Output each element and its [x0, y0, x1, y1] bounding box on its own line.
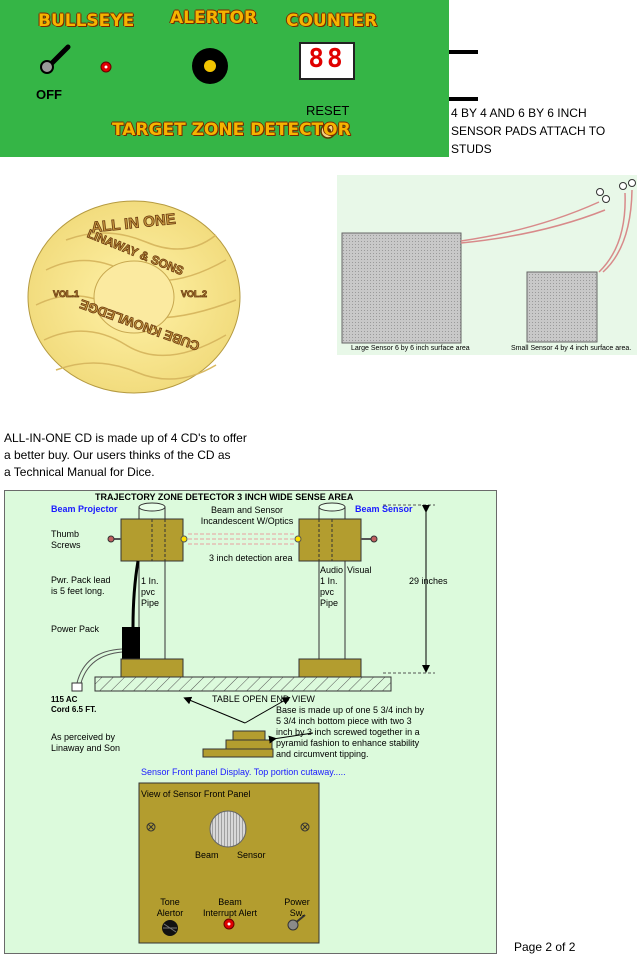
- counter-label: COUNTER: [286, 11, 378, 31]
- right-thumb-screw: [361, 535, 378, 543]
- counter-value: 88: [308, 44, 346, 74]
- power-switch-label: Power Sw.: [279, 897, 315, 919]
- perceived-line: Linaway and Son: [51, 743, 121, 753]
- large-sensor-label: Large Sensor 6 by 6 inch surface area: [351, 345, 470, 352]
- sensor-pads-illustration: Large Sensor 6 by 6 inch surface area Sm…: [337, 175, 637, 355]
- base-description-line: and circumvent tipping.: [276, 749, 369, 759]
- beam-sensor-label: Beam Sensor: [355, 504, 413, 514]
- right-pipe-line: Pipe: [320, 598, 339, 608]
- tone-alertor-line: Tone: [160, 897, 180, 907]
- tone-alertor-label: Tone Alertor: [149, 897, 191, 919]
- cd-illustration: ALL IN ONE LINAWAY & SONS VOL.1 VOL.2 CU…: [27, 200, 241, 394]
- reset-button[interactable]: [320, 123, 336, 139]
- left-thumb-screw: [107, 535, 121, 543]
- base-description-line: 5 3/4 inch bottom piece with two 3: [276, 716, 412, 726]
- power-pack-label: Power Pack: [51, 624, 100, 634]
- power-lead-label: Pwr. Pack lead is 5 feet long.: [51, 575, 111, 597]
- cd-disc: [27, 200, 241, 394]
- right-pipe-line: 1 In.: [320, 576, 338, 586]
- ac-cord-line: 115 AC: [51, 695, 78, 704]
- base-description: Base is made up of one 5 3/4 inch by 5 3…: [276, 705, 424, 760]
- off-label: OFF: [36, 87, 62, 102]
- front-panel-title: View of Sensor Front Panel: [141, 789, 251, 799]
- tone-alertor-speaker-icon: [162, 920, 178, 936]
- alertor-label: ALERTOR: [170, 8, 258, 28]
- cd-text-right: VOL.2: [181, 289, 207, 299]
- front-beam-label: Beam: [195, 850, 219, 860]
- detection-beams: [188, 533, 295, 545]
- visual-label: Visual: [347, 565, 372, 575]
- beam-interrupt-light: [223, 918, 235, 930]
- beam-interrupt-line: Beam: [218, 897, 242, 907]
- right-base-block: [298, 658, 362, 678]
- trajectory-diagram: TRAJECTORY ZONE DETECTOR 3 INCH WIDE SEN…: [4, 490, 497, 954]
- alertor-speaker-icon: [192, 48, 228, 84]
- page-number: Page 2 of 2: [514, 940, 576, 954]
- perceived-line: As perceived by: [51, 732, 116, 742]
- beam-and-sensor-line: Incandescent W/Optics: [200, 516, 294, 526]
- left-base-block: [120, 658, 184, 678]
- base-description-line: Base is made up of one 5 3/4 inch by: [276, 705, 425, 715]
- cd-description: ALL-IN-ONE CD is made up of 4 CD's to of…: [4, 430, 247, 481]
- tone-alertor-line: Alertor: [156, 908, 184, 918]
- table-label: TABLE OPEN END VIEW: [212, 694, 315, 704]
- panel-title: TARGET ZONE DETECTOR: [112, 120, 351, 140]
- sensor-front-panel: [138, 782, 320, 944]
- base-description-line: inch by 3 inch screwed together in a: [276, 727, 420, 737]
- power-switch-line: Power: [284, 897, 310, 907]
- bullseye-indicator-light: [100, 61, 112, 73]
- audio-label: Audio: [320, 565, 344, 575]
- power-lead-line: is 5 feet long.: [51, 586, 105, 596]
- cd-description-line: a Technical Manual for Dice.: [4, 465, 155, 479]
- base-description-line: pyramid fashion to enhance stability: [276, 738, 420, 748]
- right-pipe-line: pvc: [320, 587, 335, 597]
- sensor-pads-caption: 4 BY 4 AND 6 BY 6 INCH SENSOR PADS ATTAC…: [451, 106, 606, 156]
- left-pipe-label: 1 In. pvc Pipe: [141, 576, 159, 609]
- left-pipe-line: pvc: [141, 587, 156, 597]
- power-lead-line: Pwr. Pack lead: [51, 575, 111, 585]
- diagram-title: TRAJECTORY ZONE DETECTOR 3 INCH WIDE SEN…: [95, 492, 354, 502]
- thumb-screws-line: Screws: [51, 540, 81, 550]
- detection-area-label: 3 inch detection area: [209, 553, 293, 563]
- beam-projector-label: Beam Projector: [51, 504, 118, 514]
- bullseye-label: BULLSEYE: [38, 11, 135, 31]
- left-pipe-line: 1 In.: [141, 576, 159, 586]
- perceived-label: As perceived by Linaway and Son: [51, 732, 120, 754]
- reset-label: RESET: [306, 103, 350, 118]
- beam-interrupt-label: Beam Interrupt Alert: [195, 897, 265, 919]
- table-top: [94, 676, 392, 692]
- power-pack: [122, 560, 140, 659]
- pyramid-base: [202, 730, 274, 758]
- beam-interrupt-line: Interrupt Alert: [202, 908, 258, 918]
- beam-sensor-housing: [294, 518, 362, 562]
- cd-description-line: a better buy. Our users thinks of the CD…: [4, 448, 231, 462]
- beam-and-sensor-label: Beam and Sensor Incandescent W/Optics: [191, 505, 303, 527]
- thumb-screws-line: Thumb: [51, 529, 80, 539]
- ac-cord: [71, 648, 123, 692]
- beam-and-sensor-line: Beam and Sensor: [210, 505, 284, 515]
- cd-description-line: ALL-IN-ONE CD is made up of 4 CD's to of…: [4, 431, 247, 445]
- cd-text-left: VOL.1: [53, 289, 79, 299]
- large-sensor-pad: [341, 232, 462, 344]
- thumb-screws-label: Thumb Screws: [51, 529, 81, 551]
- small-sensor-label: Small Sensor 4 by 4 inch surface area.: [511, 345, 632, 352]
- stud-bar-bottom: [449, 97, 478, 101]
- panel-controls: [40, 44, 336, 139]
- off-switch[interactable]: [40, 44, 71, 74]
- beam-projector-housing: [120, 518, 188, 562]
- power-switch[interactable]: [287, 914, 306, 931]
- stud-bar-top: [449, 50, 478, 54]
- front-sensor-label: Sensor: [237, 850, 266, 860]
- ac-cord-label: 115 AC Cord 6.5 FT.: [51, 695, 96, 715]
- power-switch-line: Sw.: [289, 908, 305, 918]
- small-sensor-pad: [526, 271, 598, 343]
- control-panel: BULLSEYE ALERTOR COUNTER 88 OFF RESET TA…: [0, 0, 449, 157]
- front-panel-display-label: Sensor Front panel Display. Top portion …: [141, 767, 346, 777]
- ac-cord-line: Cord 6.5 FT.: [51, 705, 97, 714]
- height-dimension: [383, 504, 435, 674]
- counter-display: [299, 42, 355, 80]
- right-pipe-label: 1 In. pvc Pipe: [320, 576, 338, 609]
- left-pipe-line: Pipe: [141, 598, 160, 608]
- height-label: 29 inches: [409, 576, 448, 586]
